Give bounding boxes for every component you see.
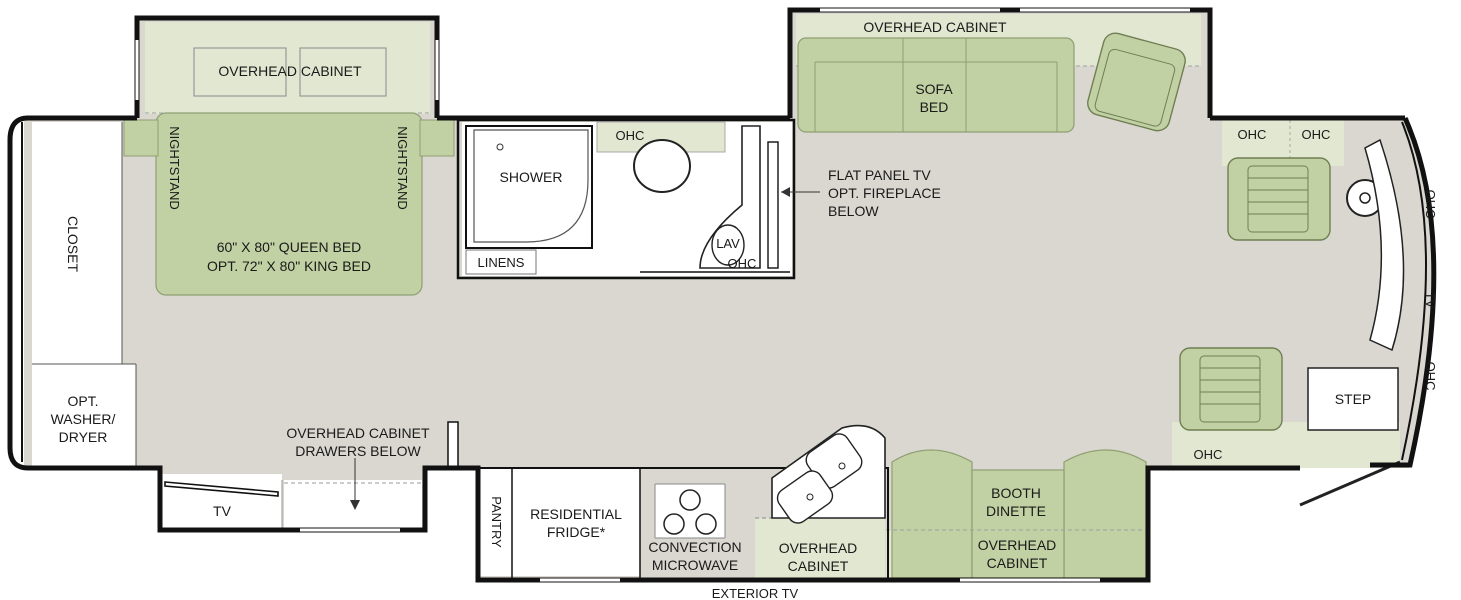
driver-seat (1227, 157, 1331, 241)
washer-label-line1: OPT. (67, 393, 98, 409)
nightstand (123, 119, 159, 157)
passenger-seat (1179, 347, 1283, 431)
shower-label: SHOWER (500, 169, 563, 185)
overhead-drawers-label-line1: OVERHEAD CABINET (286, 425, 430, 441)
overhead-cabinet-bedroom-label: OVERHEAD CABINET (218, 63, 362, 79)
burner-icon (663, 513, 685, 535)
nightstand (419, 119, 455, 157)
entry-step (1307, 367, 1399, 431)
shower-drain-icon (496, 143, 504, 151)
queen-bed (155, 112, 423, 296)
flat-tv-label-line1: FLAT PANEL TV (828, 167, 931, 183)
nightstand-right-label: NIGHTSTAND (395, 126, 410, 210)
shower-stall (473, 129, 589, 243)
overhead-booth-label-line1: OVERHEAD (978, 537, 1057, 553)
windows (135, 8, 1190, 582)
overhead-booth-label-line2: CABINET (987, 555, 1048, 571)
tv-screen (164, 481, 279, 497)
convection-label-line2: MICROWAVE (652, 557, 738, 573)
ohc-bath-label: OHC (616, 128, 645, 143)
burner-icon (695, 513, 717, 535)
dinette-bench (891, 449, 973, 579)
overhead-cabinet-box (193, 47, 287, 97)
booth-label-line1: BOOTH (991, 485, 1041, 501)
living-area (796, 32, 1201, 133)
tv-dash-label: TV (1423, 292, 1438, 309)
arrow-left-icon (781, 187, 790, 197)
ohc-dash-bottom-label: OHC (1423, 362, 1438, 391)
fridge-label-line2: FRIDGE* (547, 524, 606, 540)
arrow-down-icon (350, 500, 360, 510)
fridge-label-line1: RESIDENTIAL (530, 506, 622, 522)
flat-panel-tv (767, 141, 779, 269)
overhead-cabinet-living-label: OVERHEAD CABINET (863, 19, 1007, 35)
cab-area (1179, 120, 1405, 507)
washer-label-line2: WASHER/ (51, 411, 116, 427)
exterior-tv-label: EXTERIOR TV (712, 586, 799, 600)
lav-sink (711, 224, 745, 266)
bedroom-tv-label: TV (213, 503, 232, 519)
inner-walls (21, 121, 1427, 462)
overhead-kitchen-label-line2: CABINET (788, 558, 849, 574)
toilet (633, 139, 691, 193)
bedroom (32, 47, 455, 468)
lav-label: LAV (716, 236, 740, 251)
pantry-label: PANTRY (489, 496, 504, 548)
sink-basin (776, 470, 834, 524)
step-label: STEP (1335, 391, 1372, 407)
dinette-table (971, 469, 1065, 579)
washer-label-line3: DRYER (59, 429, 108, 445)
burner-icon (679, 489, 701, 511)
ohc-front-left-label: OHC (1238, 127, 1267, 142)
convection-label-line1: CONVECTION (648, 539, 741, 555)
flat-tv-label-line2: OPT. FIREPLACE (828, 185, 941, 201)
bed-option-label: OPT. 72" X 80" KING BED (207, 258, 371, 274)
dinette-bench (1063, 449, 1147, 579)
bed-size-label: 60" X 80" QUEEN BED (217, 239, 362, 255)
ohc-door-label: OHC (1194, 447, 1223, 462)
entry-door (1299, 460, 1401, 507)
overhead-kitchen-label-line1: OVERHEAD (779, 540, 858, 556)
recliner-chair (1087, 32, 1186, 132)
dashboard (1364, 138, 1405, 352)
dinette (886, 449, 1148, 579)
closet-label: CLOSET (65, 216, 81, 272)
booth-label-line2: DINETTE (986, 503, 1046, 519)
ohc-front-right-label: OHC (1302, 127, 1331, 142)
nightstand-left-label: NIGHTSTAND (167, 126, 182, 210)
sofa-label-line1: SOFA (915, 81, 953, 97)
linens-label: LINENS (478, 255, 525, 270)
ohc-lav-label: OHC (728, 256, 757, 271)
flat-tv-label-line3: BELOW (828, 203, 879, 219)
labels: OVERHEAD CABINET NIGHTSTAND NIGHTSTAND 6… (51, 19, 1438, 600)
overhead-drawers-label-line2: DRAWERS BELOW (295, 443, 421, 459)
overhead-cabinet-box (299, 47, 387, 97)
sofa-label-line2: BED (920, 99, 949, 115)
ohc-dash-top-label: OHC (1423, 190, 1438, 219)
